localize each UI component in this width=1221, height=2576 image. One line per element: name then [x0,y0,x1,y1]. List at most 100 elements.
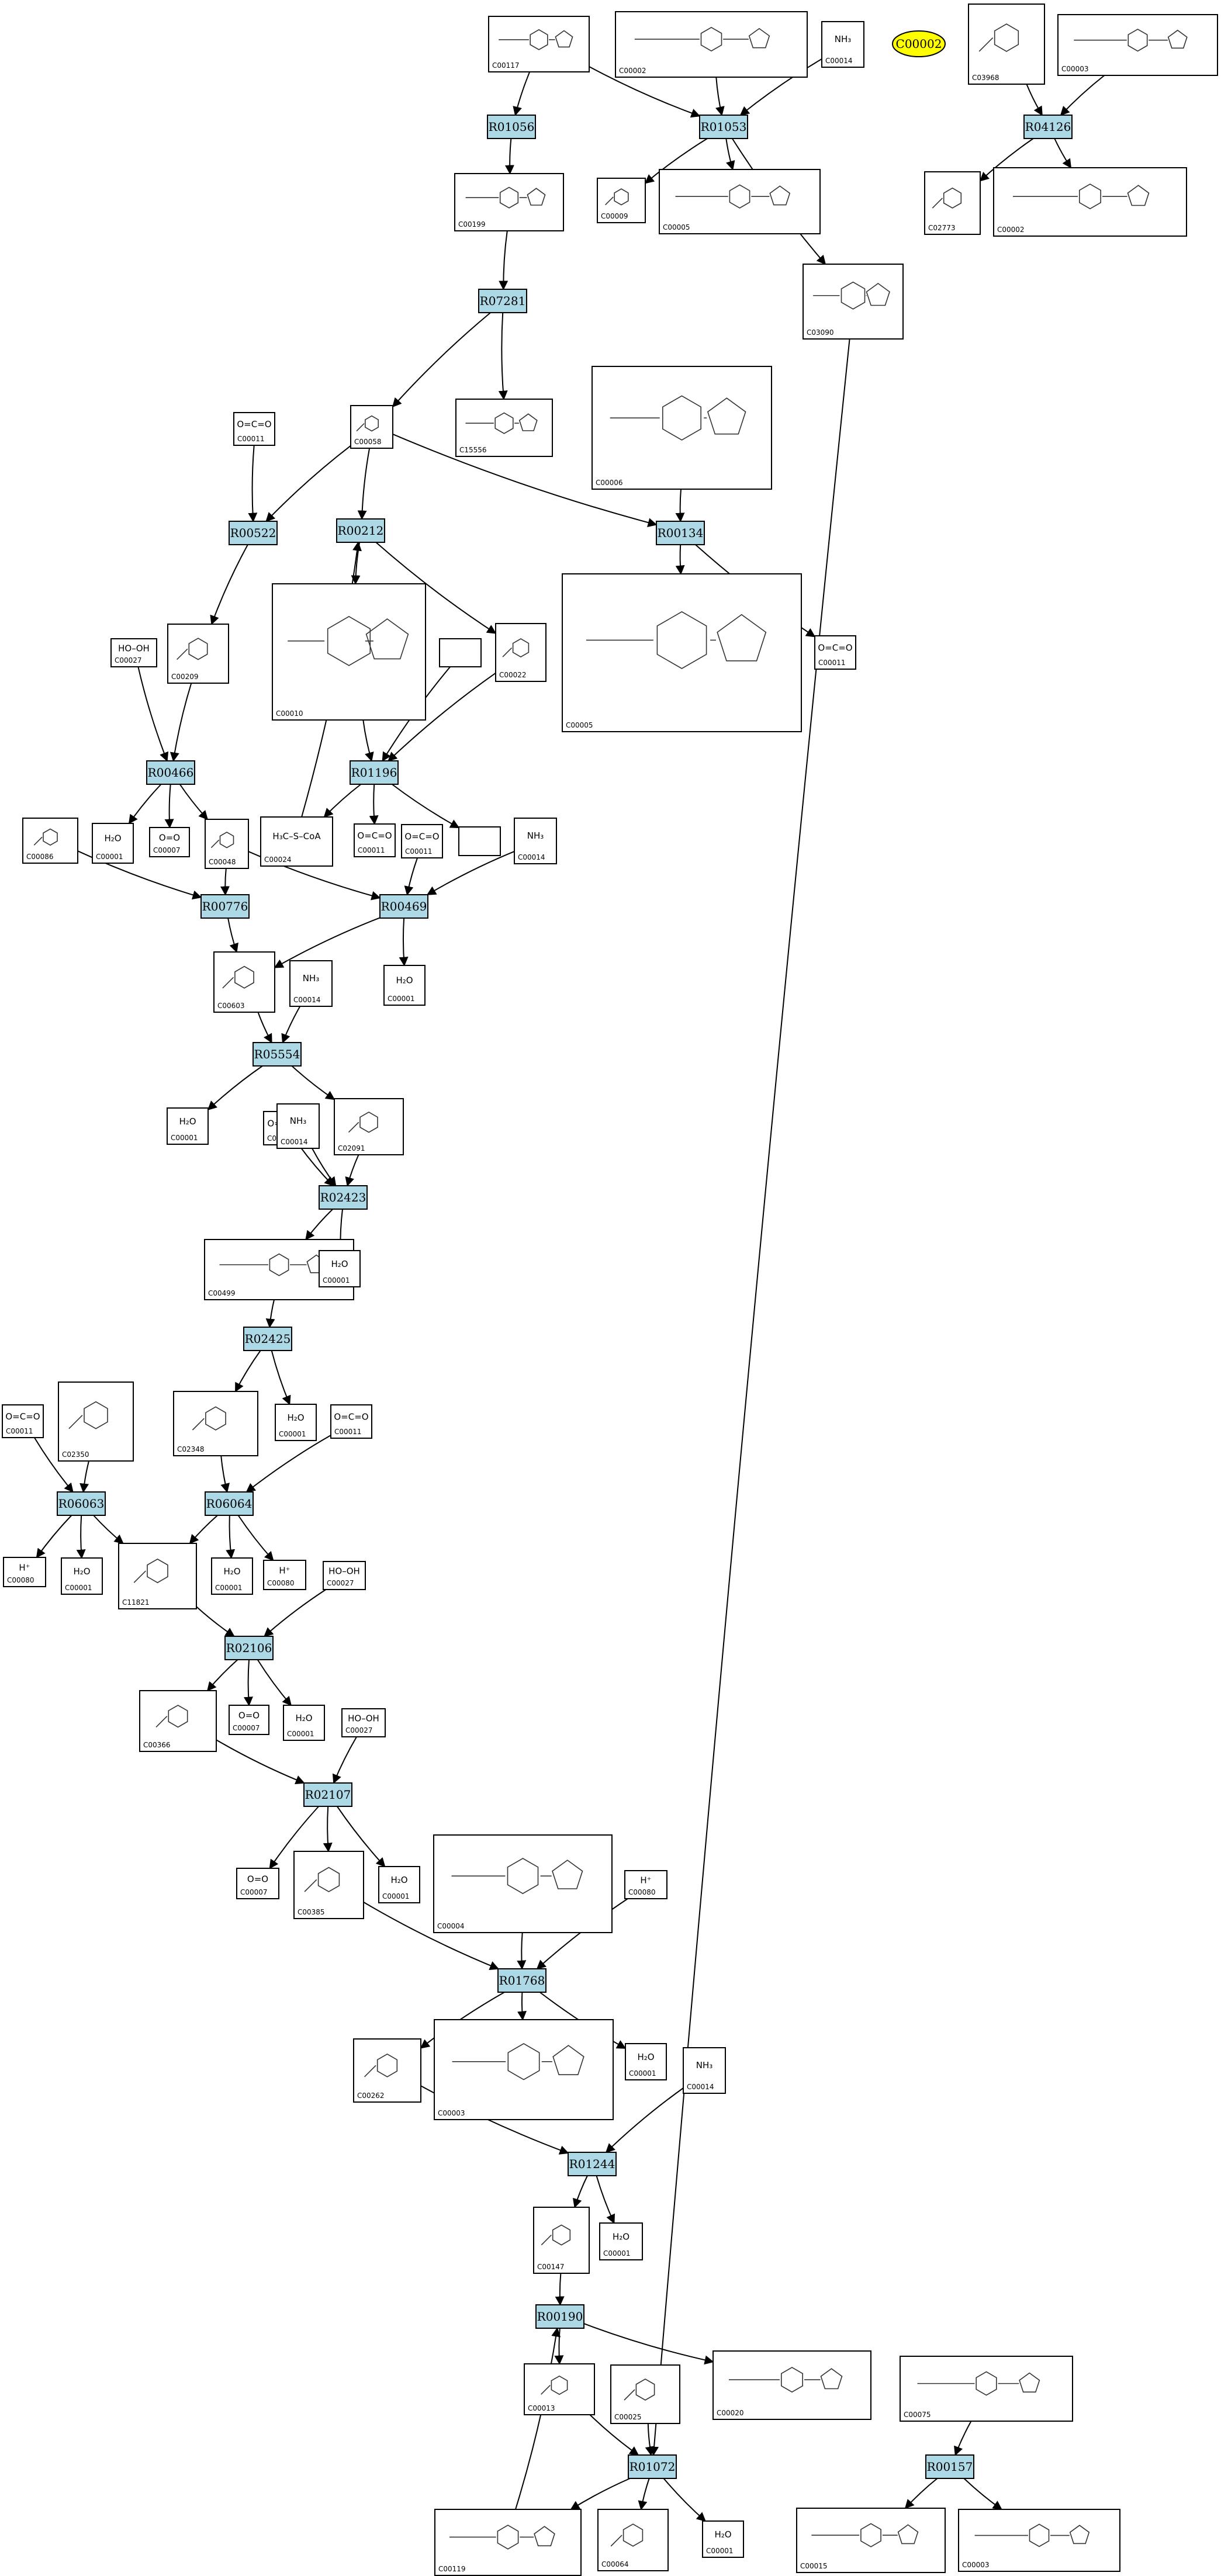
compound-c00005[interactable]: C00005 [659,169,821,234]
compound-c00009[interactable]: C00009 [597,178,646,223]
compound-c02348[interactable]: C02348 [173,1391,258,1456]
compound-c00603[interactable]: C00603 [213,951,275,1013]
compound-c00005[interactable]: C00005 [562,573,802,732]
reaction-r02107[interactable]: R02107 [303,1782,352,1807]
edge-c00011e-to-r02423 [298,1144,334,1187]
compound-unlabeled[interactable] [439,638,482,667]
compound-c11821[interactable]: C11821 [118,1543,197,1609]
reaction-r01244[interactable]: R01244 [568,2152,617,2176]
reaction-r00157[interactable]: R00157 [925,2454,974,2479]
highlight-node[interactable]: C00002 [892,30,946,57]
reaction-r00466[interactable]: R00466 [146,760,195,785]
compound-c00366[interactable]: C00366 [139,1690,217,1752]
compound-unlabeled[interactable] [458,826,501,856]
compound-c00080[interactable]: H⁺C00080 [624,1870,667,1899]
compound-c00119[interactable]: C00119 [434,2509,582,2576]
reaction-r06064[interactable]: R06064 [205,1491,254,1516]
compound-c00015[interactable]: C00015 [796,2508,946,2573]
compound-c00003[interactable]: C00003 [1057,14,1218,76]
reaction-r01072[interactable]: R01072 [628,2454,677,2479]
compound-c00064[interactable]: C00064 [597,2509,669,2571]
reaction-r01053[interactable]: R01053 [699,115,748,139]
compound-c00209[interactable]: C00209 [167,624,229,684]
compound-c03968[interactable]: C03968 [968,4,1045,85]
compound-c00147[interactable]: C00147 [533,2207,590,2274]
compound-c00385[interactable]: C00385 [293,1851,364,1919]
reaction-r01196[interactable]: R01196 [350,760,399,785]
compound-c00058[interactable]: C00058 [350,405,393,449]
compound-c00048[interactable]: C00048 [205,819,249,869]
reaction-r01768[interactable]: R01768 [497,1968,546,1993]
compound-c00262[interactable]: C00262 [353,2038,421,2103]
compound-c00025[interactable]: C00025 [610,2364,680,2424]
compound-box [118,1543,197,1609]
reaction-r00134[interactable]: R00134 [656,521,705,545]
reaction-r02423[interactable]: R02423 [319,1185,368,1210]
reaction-r01056[interactable]: R01056 [487,115,536,139]
reaction-r06063[interactable]: R06063 [57,1491,106,1516]
compound-c00013[interactable]: C00013 [524,2363,595,2415]
reaction-r02106[interactable]: R02106 [224,1636,274,1660]
compound-c00002[interactable]: C00002 [993,167,1187,237]
compound-c00022[interactable]: C00022 [495,623,546,682]
compound-c00010[interactable]: C00010 [272,583,426,721]
compound-c02773[interactable]: C02773 [924,171,981,235]
compound-c00003[interactable]: C00003 [434,2019,614,2120]
compound-c00080[interactable]: H⁺C00080 [3,1557,46,1587]
reaction-r00776[interactable]: R00776 [200,894,250,919]
reaction-r00469[interactable]: R00469 [379,894,428,919]
compound-c00020[interactable]: C00020 [712,2350,871,2420]
compound-c00003[interactable]: C00003 [958,2509,1120,2572]
compound-c00006[interactable]: C00006 [592,366,772,490]
reaction-r05554[interactable]: R05554 [252,1042,302,1067]
reaction-r00522[interactable]: R00522 [229,521,278,545]
compound-c00117[interactable]: C00117 [488,16,590,72]
compound-c00075[interactable]: C00075 [900,2356,1073,2422]
compound-c02350[interactable]: C02350 [58,1382,134,1462]
reaction-r07281[interactable]: R07281 [478,289,527,313]
compound-c00002[interactable]: C00002 [615,11,808,78]
compound-c00004[interactable]: C00004 [433,1834,613,1933]
compound-c00080[interactable]: H⁺C00080 [263,1560,306,1590]
compound-c02091[interactable]: C02091 [334,1098,404,1155]
reaction-r02425[interactable]: R02425 [243,1327,292,1351]
compound-c00199[interactable]: C00199 [454,173,564,231]
reaction-r00212[interactable]: R00212 [336,518,385,543]
compound-c03090[interactable]: C03090 [803,264,904,340]
compound-formula: H₂O [295,1713,312,1723]
reaction-r00190[interactable]: R00190 [535,2304,584,2329]
compound-c00086[interactable]: C00086 [22,818,78,864]
reaction-r04126[interactable]: R04126 [1023,115,1073,139]
compound-c15556[interactable]: C15556 [455,399,553,457]
